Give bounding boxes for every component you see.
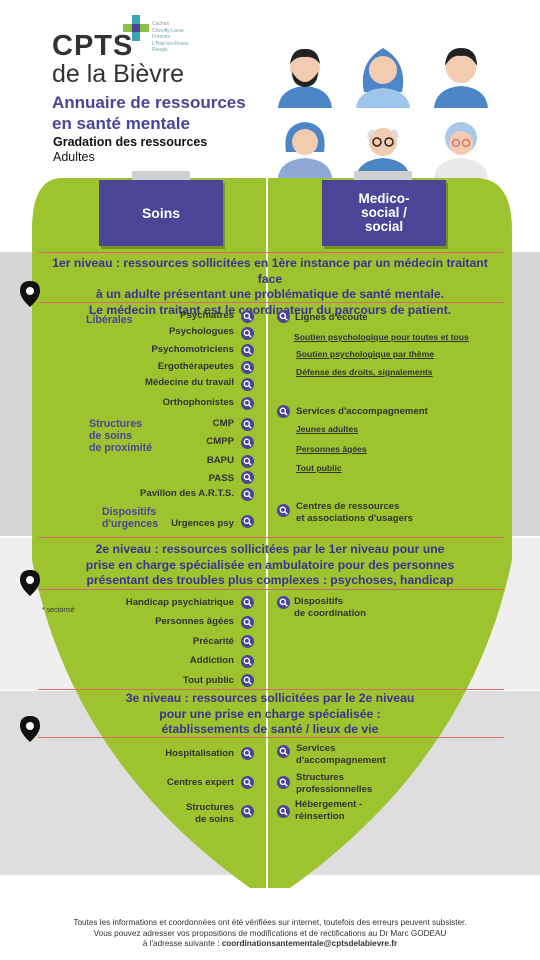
item-orthophonistes[interactable]: Orthophonistes	[162, 397, 234, 408]
location-pin-icon	[20, 716, 40, 742]
item-psychiatres[interactable]: Psychiatres	[180, 310, 234, 321]
divider-line	[38, 737, 504, 738]
level2-title: 2e niveau : ressources sollicitées par l…	[85, 542, 455, 587]
divider-line	[38, 252, 504, 253]
link-jeunes-adultes[interactable]: Jeunes adultes	[296, 424, 359, 434]
search-icon[interactable]	[277, 596, 290, 609]
level3-title: 3e niveau : ressources sollicitées par l…	[125, 691, 415, 736]
divider-line	[38, 302, 504, 303]
item-addiction[interactable]: Addiction	[189, 655, 234, 666]
item-centres-ressources[interactable]: Centres de ressources et associations d'…	[296, 501, 413, 524]
item-medecine-travail[interactable]: Médecine du travail	[144, 377, 234, 388]
item-urgences-psy[interactable]: Urgences psy	[171, 518, 234, 529]
cross-logo-icon	[123, 15, 149, 41]
search-icon[interactable]	[241, 805, 254, 818]
link-soutien-tous[interactable]: Soutien psychologique pour toutes et tou…	[294, 332, 469, 342]
link-personnes-agees[interactable]: Personnes âgées	[296, 444, 367, 454]
item-cmpp[interactable]: CMPP	[206, 436, 234, 447]
person-avatar-icon	[434, 122, 488, 178]
item-personnes-agees[interactable]: Personnes âgées	[155, 616, 234, 627]
divider-line	[38, 689, 504, 690]
footer-disclaimer: Toutes les informations et coordonnées o…	[73, 918, 467, 948]
logo-cpts: CPTS	[52, 30, 134, 62]
person-avatar-icon	[356, 48, 410, 108]
item-tout-public[interactable]: Tout public	[183, 675, 234, 686]
item-precarite[interactable]: Précarité	[192, 636, 234, 647]
item-psychologues[interactable]: Psychologues	[168, 326, 234, 337]
item-services-accompagnement[interactable]: Services d'accompagnement	[296, 406, 428, 417]
item-dispositifs-coordination[interactable]: Dispositifs de coordination	[294, 596, 366, 619]
person-avatar-icon	[434, 48, 488, 108]
search-icon[interactable]	[277, 805, 290, 818]
item-centres-expert[interactable]: Centres expert	[166, 777, 234, 788]
header-tab	[132, 171, 190, 181]
item-psychomotriciens[interactable]: Psychomotriciens	[151, 344, 234, 355]
search-icon[interactable]	[241, 776, 254, 789]
level1-title: 1er niveau : ressources sollicitées en 1…	[52, 256, 488, 317]
search-icon[interactable]	[277, 405, 290, 418]
column-header-soins: Soins	[99, 180, 223, 246]
link-defense-droits[interactable]: Défense des droits, signalements	[296, 367, 433, 377]
search-icon[interactable]	[277, 504, 290, 517]
search-icon[interactable]	[241, 361, 254, 374]
search-icon[interactable]	[241, 378, 254, 391]
search-icon[interactable]	[241, 515, 254, 528]
divider-line	[38, 537, 504, 538]
person-avatar-icon	[278, 122, 332, 178]
item-bapu[interactable]: BAPU	[206, 455, 234, 466]
search-icon[interactable]	[277, 310, 290, 323]
search-icon[interactable]	[241, 488, 254, 501]
item-structures-soins[interactable]: Structures de soins	[186, 802, 234, 825]
person-avatar-icon	[278, 48, 332, 108]
contact-email-link[interactable]: coordinationsantementale@cptsdelabievre.…	[221, 939, 398, 948]
person-avatar-icon	[356, 128, 410, 178]
header-tab	[354, 171, 412, 181]
item-hebergement-reinsertion[interactable]: Hébergement - réinsertion	[295, 799, 363, 822]
divider-line	[38, 589, 504, 590]
item-services-accompagnement-3[interactable]: Services d'accompagnement	[296, 743, 386, 766]
page-title: Annuaire de ressources en santé mentale	[52, 93, 246, 133]
audience-label: Adultes	[53, 150, 95, 164]
logo-cities: Cachan Chevilly-Larue Fresnes L'Haÿ-les-…	[152, 21, 189, 53]
item-cmp[interactable]: CMP	[212, 418, 234, 429]
location-pin-icon	[20, 570, 40, 596]
search-icon[interactable]	[241, 344, 254, 357]
search-icon[interactable]	[241, 310, 254, 323]
page-subtitle: Gradation des ressources	[53, 135, 208, 149]
search-icon[interactable]	[241, 596, 254, 609]
search-icon[interactable]	[241, 436, 254, 449]
search-icon[interactable]	[241, 418, 254, 431]
item-ergotherapeutes[interactable]: Ergothérapeutes	[157, 361, 234, 372]
search-icon[interactable]	[277, 776, 290, 789]
column-header-medico-social: Medico- social / social	[322, 180, 446, 246]
search-icon[interactable]	[241, 655, 254, 668]
search-icon[interactable]	[241, 397, 254, 410]
item-lignes-ecoute[interactable]: Lignes d'écoute	[295, 312, 368, 323]
search-icon[interactable]	[277, 745, 290, 758]
item-pass[interactable]: PASS	[208, 473, 234, 484]
search-icon[interactable]	[241, 674, 254, 687]
link-tout-public[interactable]: Tout public	[296, 463, 342, 473]
location-pin-icon	[20, 281, 40, 307]
item-hospitalisation[interactable]: Hospitalisation	[165, 748, 234, 759]
search-icon[interactable]	[241, 327, 254, 340]
category-structures-proximite: Structures de soins de proximité	[89, 418, 152, 454]
item-structures-professionnelles[interactable]: Structures professionnelles	[296, 772, 373, 795]
search-icon[interactable]	[241, 616, 254, 629]
search-icon[interactable]	[241, 455, 254, 468]
logo-bievre: de la Bièvre	[52, 60, 185, 88]
item-pavillon-arts[interactable]: Pavillon des A.R.T.S.	[139, 488, 234, 499]
category-liberales: Libérales	[86, 314, 133, 326]
link-soutien-theme[interactable]: Soutien psychologique par thème	[296, 349, 434, 359]
search-icon[interactable]	[241, 747, 254, 760]
funnel-divider	[266, 178, 268, 888]
search-icon[interactable]	[241, 635, 254, 648]
sectorise-note: * sectorisé	[42, 607, 75, 614]
search-icon[interactable]	[241, 471, 254, 484]
category-dispositifs-urgences: Dispositifs d'urgences	[102, 506, 159, 530]
item-handicap-psychiatrique[interactable]: Handicap psychiatrique	[125, 597, 234, 608]
